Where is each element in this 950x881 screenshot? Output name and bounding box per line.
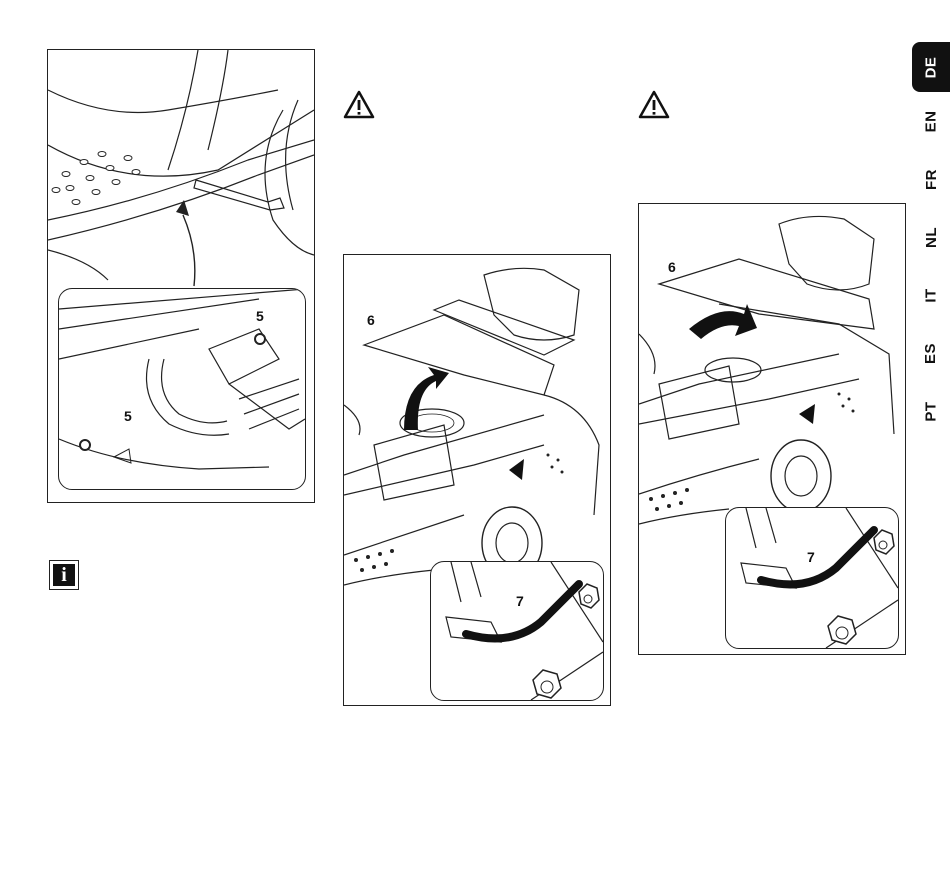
- language-tab-label: EN: [923, 110, 940, 132]
- language-tab-label: PT: [922, 401, 939, 421]
- language-tab-nl[interactable]: NL: [912, 208, 950, 266]
- language-tab-label: ES: [922, 342, 939, 363]
- nut-detail-illustration: [59, 289, 305, 489]
- figure-open-hood: 6 7: [343, 254, 611, 706]
- callout-label: 6: [667, 260, 677, 274]
- callout-label: 5: [255, 309, 265, 323]
- callout-label: 7: [515, 594, 525, 608]
- language-tabs: DE EN FR NL IT ES PT: [912, 42, 950, 440]
- warning-triangle-icon: [638, 90, 670, 120]
- info-glyph: i: [53, 564, 75, 586]
- language-tab-label: NL: [923, 227, 940, 248]
- language-tab-pt[interactable]: PT: [912, 382, 950, 440]
- cable-detail-illustration: [726, 508, 898, 648]
- figure-detail-inset: 5 5: [58, 288, 306, 490]
- language-tab-label: IT: [923, 288, 940, 302]
- language-tab-en[interactable]: EN: [912, 92, 950, 150]
- callout-label: 5: [123, 409, 133, 423]
- language-tab-fr[interactable]: FR: [912, 150, 950, 208]
- callout-label: 6: [366, 313, 376, 327]
- figure-close-hood: 6 7: [638, 203, 906, 655]
- language-tab-label: DE: [923, 56, 940, 78]
- figure-detail-inset: 7: [725, 507, 899, 649]
- language-tab-es[interactable]: ES: [912, 324, 950, 382]
- figure-detail-inset: 7: [430, 561, 604, 701]
- warning-triangle-icon: [343, 90, 375, 120]
- callout-label: 7: [806, 550, 816, 564]
- cable-detail-illustration: [431, 562, 603, 700]
- figure-nut-removal: 5 5: [47, 49, 315, 503]
- info-icon: i: [49, 560, 79, 590]
- language-tab-it[interactable]: IT: [912, 266, 950, 324]
- language-tab-label: FR: [923, 169, 940, 190]
- language-tab-de[interactable]: DE: [912, 42, 950, 92]
